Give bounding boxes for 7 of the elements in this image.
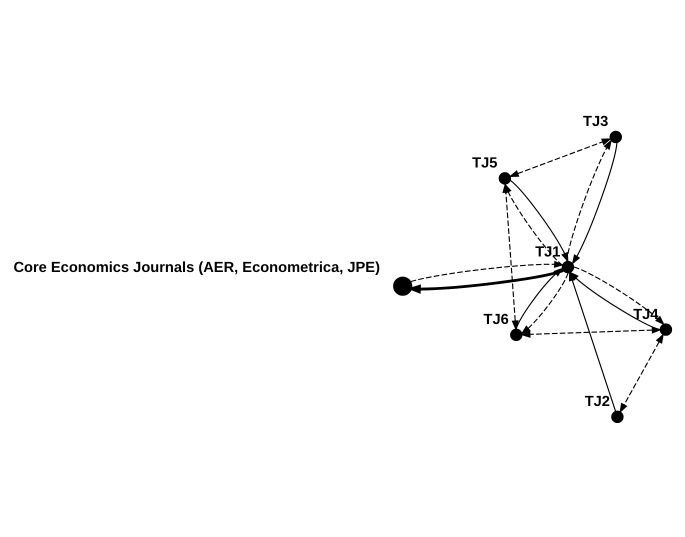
node-label: TJ6 (484, 312, 509, 328)
node-label: TJ1 (535, 244, 560, 260)
node-label: TJ5 (472, 155, 498, 172)
node-label: TJ2 (584, 394, 610, 410)
node-label: Core Economics Journals (AER, Econometrica, JPE) (13, 259, 380, 276)
node-label: TJ4 (633, 306, 658, 322)
node-label: TJ3 (583, 114, 608, 130)
